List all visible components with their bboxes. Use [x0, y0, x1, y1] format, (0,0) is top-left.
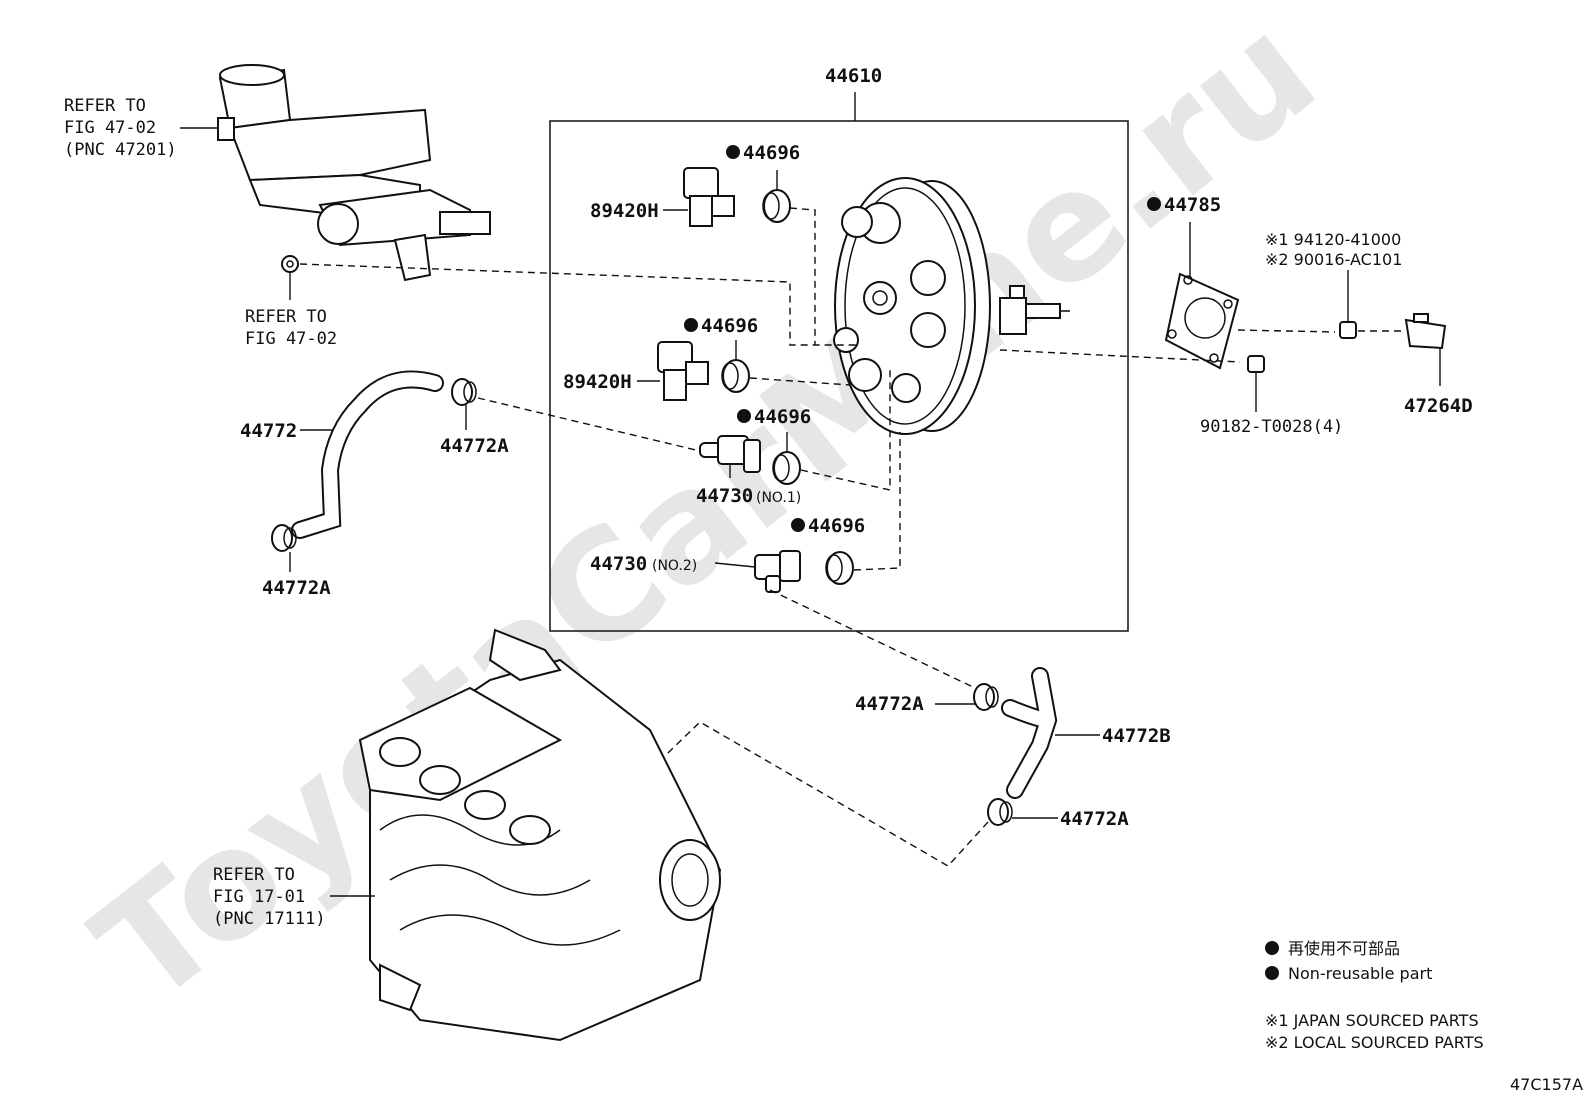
legend: 再使用不可部品 Non-reusable part ※1 JAPAN SOURC… — [1265, 939, 1484, 1052]
svg-text:44730: 44730 — [696, 485, 753, 507]
booster-assembly-group: 44610 — [549, 65, 1129, 632]
svg-text:※1 94120-41000: ※1 94120-41000 — [1265, 230, 1401, 249]
svg-text:44696: 44696 — [743, 142, 800, 164]
grommet-1[interactable]: 44696 — [726, 142, 800, 223]
vacuum-sensor-2[interactable]: 89420H — [563, 341, 709, 401]
svg-text:44772B: 44772B — [1102, 725, 1171, 747]
svg-text:FIG 47-02: FIG 47-02 — [64, 118, 156, 138]
svg-text:44772A: 44772A — [440, 435, 509, 457]
check-valve-no2[interactable]: 44730 (NO.2) — [590, 550, 801, 593]
svg-text:(PNC 17111): (PNC 17111) — [213, 909, 326, 929]
svg-text:44696: 44696 — [754, 406, 811, 428]
non-reusable-icon — [1265, 941, 1279, 955]
legend-jp: 再使用不可部品 — [1288, 939, 1400, 958]
hose-44772b[interactable]: 44772B — [1001, 667, 1171, 799]
svg-text:(PNC 47201): (PNC 47201) — [64, 140, 177, 160]
gasket[interactable]: 44785 — [1147, 194, 1240, 370]
svg-text:44772A: 44772A — [262, 577, 331, 599]
legend-note-2: ※2 LOCAL SOURCED PARTS — [1265, 1033, 1484, 1052]
brake-booster[interactable] — [833, 177, 1070, 435]
svg-text:44696: 44696 — [701, 315, 758, 337]
booster-assembly-box — [549, 120, 1129, 632]
check-valve-no1[interactable]: 44730 (NO.1) — [696, 435, 801, 507]
grommet-3[interactable]: 44696 — [737, 406, 811, 485]
svg-text:44785: 44785 — [1164, 194, 1221, 216]
svg-text:REFER TO: REFER TO — [245, 307, 327, 327]
grommet-4[interactable]: 44696 — [791, 515, 865, 585]
svg-text:REFER TO: REFER TO — [64, 96, 146, 116]
master-cylinder[interactable] — [217, 64, 491, 282]
legend-en: Non-reusable part — [1288, 964, 1432, 983]
intake-manifold-ref[interactable]: REFER TO FIG 17-01 (PNC 17111) — [213, 865, 375, 929]
svg-text:FIG 47-02: FIG 47-02 — [245, 329, 337, 349]
clamp-44772a-right-bottom[interactable]: 44772A — [987, 798, 1129, 830]
svg-text:44772A: 44772A — [855, 693, 924, 715]
svg-text:(NO.2): (NO.2) — [652, 558, 697, 574]
nut-94120[interactable]: ※1 94120-41000 ※2 90016-AC101 — [1265, 230, 1402, 339]
figure-code: 47C157A — [1510, 1075, 1583, 1094]
nut-90182[interactable]: 90182-T0028(4) — [1200, 355, 1343, 437]
vacuum-sensor-1[interactable]: 89420H — [590, 167, 735, 227]
svg-text:44730: 44730 — [590, 553, 647, 575]
clamp-44772a-left-top[interactable]: 44772A — [440, 378, 509, 457]
svg-text:44772: 44772 — [240, 420, 297, 442]
svg-text:89420H: 89420H — [563, 371, 632, 393]
intake-manifold[interactable] — [358, 628, 722, 1042]
svg-text:89420H: 89420H — [590, 200, 659, 222]
svg-text:44696: 44696 — [808, 515, 865, 537]
clamp-44772a-right-top[interactable]: 44772A — [855, 683, 999, 715]
hose-44772[interactable]: 44772 — [240, 370, 444, 539]
svg-text:90182-T0028(4): 90182-T0028(4) — [1200, 417, 1343, 437]
svg-text:44772A: 44772A — [1060, 808, 1129, 830]
grommet-2[interactable]: 44696 — [684, 315, 758, 393]
legend-note-1: ※1 JAPAN SOURCED PARTS — [1265, 1011, 1479, 1030]
master-cylinder-ref[interactable]: REFER TO FIG 47-02 (PNC 47201) — [64, 96, 218, 160]
bracket-47264d[interactable]: 47264D — [1404, 313, 1473, 417]
svg-text:REFER TO: REFER TO — [213, 865, 295, 885]
svg-text:(NO.1): (NO.1) — [756, 490, 801, 506]
non-reusable-icon — [1265, 966, 1279, 980]
booster-assembly-label[interactable]: 44610 — [825, 65, 882, 87]
svg-text:※2 90016-AC101: ※2 90016-AC101 — [1265, 250, 1402, 269]
svg-text:47264D: 47264D — [1404, 395, 1473, 417]
svg-text:FIG 17-01: FIG 17-01 — [213, 887, 305, 907]
clamp-44772a-left-bottom[interactable]: 44772A — [262, 524, 331, 599]
master-cylinder-nut[interactable]: REFER TO FIG 47-02 — [245, 255, 337, 349]
